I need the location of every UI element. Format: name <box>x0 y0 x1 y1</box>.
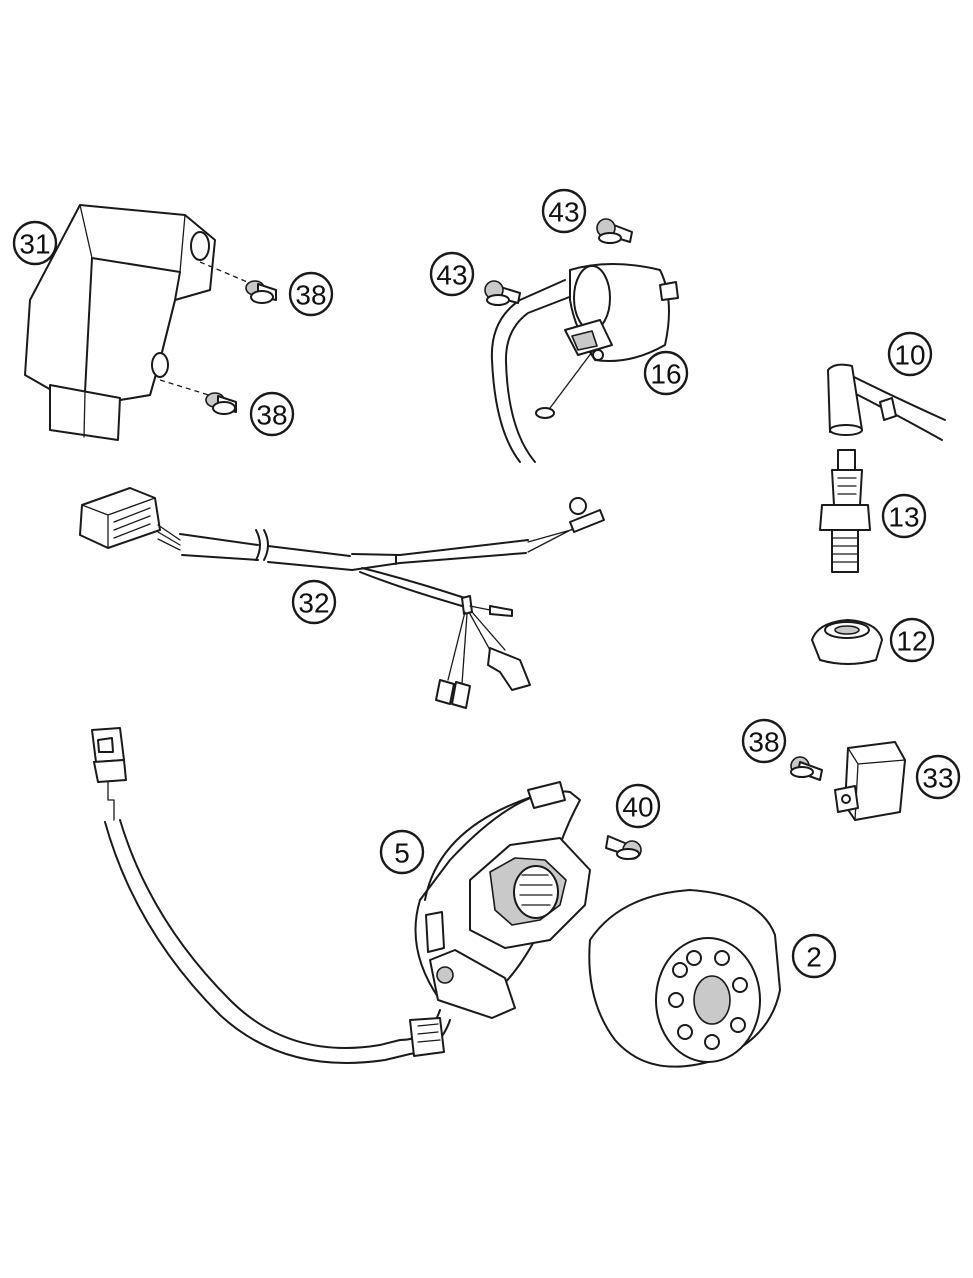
svg-text:10: 10 <box>894 340 925 371</box>
screw-part-43-lower <box>484 280 521 306</box>
spark-plug-part-13 <box>819 449 871 573</box>
svg-text:38: 38 <box>295 280 326 311</box>
callout-43-lower: 43 <box>429 251 475 297</box>
svg-text:16: 16 <box>650 359 681 390</box>
svg-text:38: 38 <box>256 400 287 431</box>
svg-text:32: 32 <box>298 588 329 619</box>
cdi-unit-part-31 <box>24 204 216 441</box>
callout-13: 13 <box>881 493 927 539</box>
svg-text:33: 33 <box>922 763 953 794</box>
callout-40: 40 <box>615 783 661 829</box>
screw-part-38-right <box>790 756 823 781</box>
svg-text:2: 2 <box>806 942 822 973</box>
screw-part-38-lower <box>159 379 237 415</box>
callout-32: 32 <box>291 579 337 625</box>
callout-38-upper: 38 <box>288 271 334 317</box>
callout-10: 10 <box>887 331 933 377</box>
svg-text:43: 43 <box>548 197 579 228</box>
callout-2: 2 <box>791 933 837 979</box>
regulator-part-33 <box>834 741 906 821</box>
ignition-coil-part-16 <box>490 263 679 463</box>
svg-text:5: 5 <box>394 838 410 869</box>
flywheel-part-2 <box>588 889 781 1068</box>
screw-part-40 <box>605 835 642 860</box>
svg-text:31: 31 <box>19 229 50 260</box>
callout-5: 5 <box>379 829 425 875</box>
stator-part-5 <box>91 727 591 1064</box>
screw-part-38-upper <box>199 261 277 304</box>
svg-text:43: 43 <box>436 260 467 291</box>
grommet-part-12 <box>811 619 883 665</box>
callout-38-right: 38 <box>741 718 787 764</box>
callout-16: 16 <box>643 350 689 396</box>
svg-text:13: 13 <box>888 502 919 533</box>
svg-text:40: 40 <box>622 792 653 823</box>
callout-43-upper: 43 <box>541 188 587 234</box>
wiring-harness-part-32 <box>79 487 605 709</box>
svg-text:38: 38 <box>748 727 779 758</box>
callout-33: 33 <box>915 754 961 800</box>
callout-31: 31 <box>12 220 58 266</box>
spark-plug-cap-part-10 <box>827 363 946 441</box>
svg-text:12: 12 <box>896 626 927 657</box>
screw-part-43-upper <box>596 218 633 244</box>
callout-12: 12 <box>889 617 935 663</box>
callout-38-lower: 38 <box>249 391 295 437</box>
